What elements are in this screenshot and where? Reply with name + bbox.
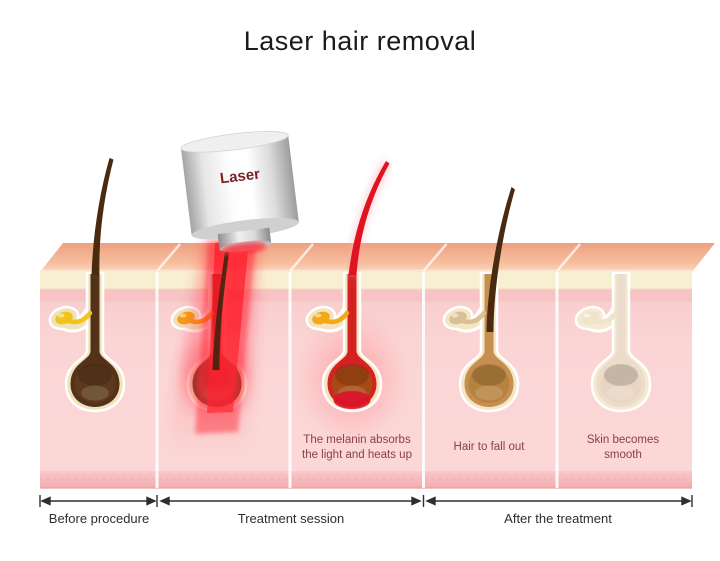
melanin-heat-pool — [333, 391, 371, 409]
skin-bottom-edge — [40, 471, 692, 488]
timeline-label-before: Before procedure — [48, 511, 150, 526]
hair-1 — [91, 158, 114, 275]
annotation-skin-smooth: Skin becomes smooth — [586, 434, 660, 461]
hair-2-in-beam — [212, 248, 230, 370]
epidermis-band — [40, 272, 692, 289]
panel-dividers — [155, 243, 581, 488]
timeline-label-treatment: Treatment session — [237, 511, 345, 526]
laser-device — [180, 131, 299, 255]
page-title: Laser hair removal — [243, 26, 477, 56]
annotation-melanin: The melanin absorbs the light and heats … — [302, 434, 412, 461]
hair-3-heated — [348, 161, 390, 275]
skin-top-surface — [40, 243, 715, 272]
timeline-arrows — [39, 495, 693, 507]
hair-4-detaching — [486, 187, 515, 332]
laser-beam — [164, 235, 259, 458]
timeline-label-after: After the treatment — [504, 511, 612, 526]
annotation-hair-fall: Hair to fall out — [453, 441, 525, 453]
